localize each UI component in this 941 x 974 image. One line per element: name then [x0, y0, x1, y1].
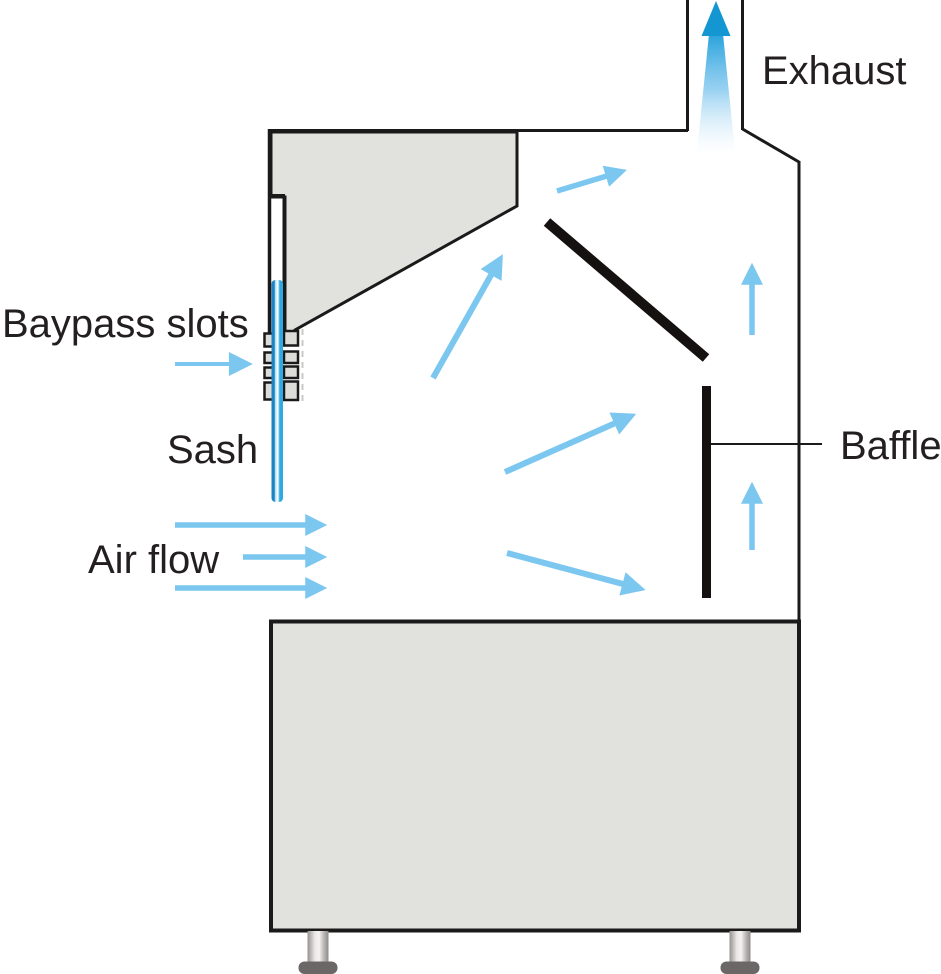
airflow-arrow-to-baffle-bottom — [506, 550, 646, 596]
exhaust-label: Exhaust — [762, 49, 907, 93]
base-cabinet — [269, 619, 801, 933]
bypass-slot — [282, 350, 300, 365]
cabinet-leg — [307, 931, 329, 964]
airflow-arrow-rising-diagonal — [430, 254, 503, 380]
bypass-slot — [282, 380, 300, 402]
baffle-upper-diagonal — [543, 218, 710, 362]
sash-label: Sash — [167, 428, 259, 472]
exhaust-arrow-head — [701, 1, 731, 36]
airflow-arrow-to-exhaust — [556, 165, 627, 194]
hood-outline — [267, 0, 801, 623]
bypass-slots-right — [282, 329, 300, 402]
bypass-slot — [282, 329, 300, 347]
cabinet-leg — [729, 931, 751, 964]
hood-shoulder-diagonal — [741, 127, 800, 164]
cabinet-foot — [298, 961, 338, 974]
hood-plenum-panel — [269, 130, 519, 347]
airflow-arrows — [175, 165, 763, 599]
airflow-arrow-to-baffle-gap — [503, 412, 637, 475]
baffle-label: Baffle — [840, 424, 941, 468]
exhaust-arrow-tail — [697, 34, 735, 152]
cabinet-foot — [720, 961, 760, 974]
bypass-slot — [282, 365, 300, 380]
air-flow-label: Air flow — [88, 538, 220, 582]
bypass-slots-label: Baypass slots — [2, 302, 249, 346]
sash-panel — [271, 280, 283, 502]
